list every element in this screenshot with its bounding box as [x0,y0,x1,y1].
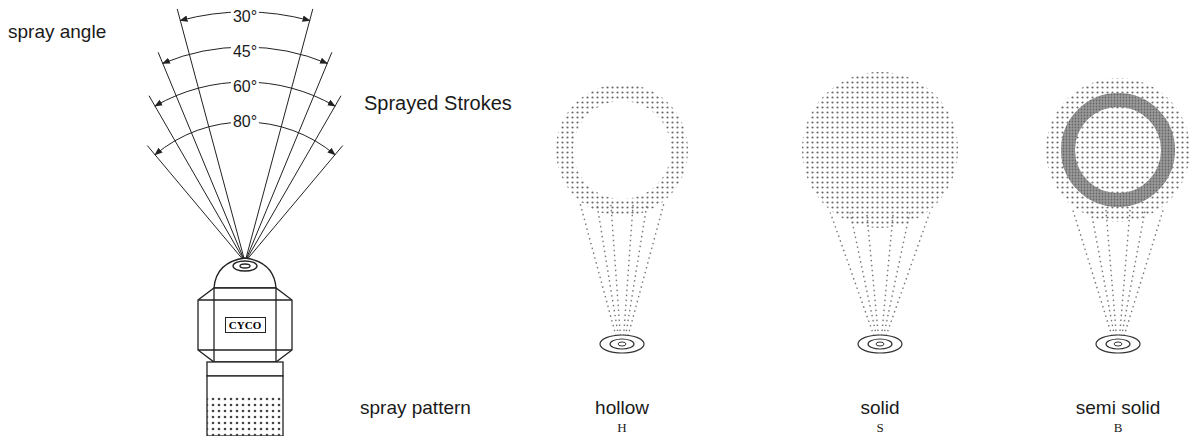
orifice-symbol [1114,342,1122,346]
pattern-name: semi solid [1076,398,1160,419]
orifice-symbol [610,339,634,349]
spray-stroke [884,212,910,336]
pattern-code: S [876,421,883,435]
orifice-symbol [858,335,902,353]
pattern-code: B [1114,421,1123,435]
spray-stroke [1122,208,1146,336]
pattern-code: H [617,421,626,435]
solid-cone [802,72,958,228]
spray-stroke [580,203,616,336]
brand-text: CYCO [229,319,261,331]
pattern-name: solid [860,398,899,419]
semi-solid-cone [1046,78,1189,222]
brand-plate: CYCO [225,317,266,333]
hollow-cone [556,84,688,216]
angle-value: 30° [231,8,259,26]
angle-value: 80° [231,113,259,131]
spray-stroke [1072,208,1112,336]
spray-stroke [830,212,874,336]
spray-stroke [597,203,619,336]
inner-area [1076,108,1160,192]
spray-angle-lines [147,9,342,262]
orifice-symbol [600,335,644,353]
orifice-symbol [1096,335,1140,353]
spray-stroke [882,212,894,336]
orifice-symbol [868,339,892,349]
spray-stroke [1120,208,1131,336]
spray-stroke [867,212,879,336]
spray-ray [245,96,341,262]
angle-value: 45° [231,43,259,61]
spray-stroke [850,212,876,336]
spray-ray [245,146,343,262]
orifice-symbol [876,342,884,346]
heading-label: spray pattern [360,398,471,419]
orifice-symbol [618,342,626,346]
inner-area [1076,108,1160,192]
spray-stroke [886,212,930,336]
heading-label: Sprayed Strokes [364,92,512,114]
orifice-symbol [1106,339,1130,349]
spray-ray [147,146,245,262]
heading-label: spray angle [8,22,106,43]
spray-patterns [556,72,1189,353]
spray-stroke [1106,208,1117,336]
angle-value: 60° [231,78,259,96]
spray-stroke [1124,208,1164,336]
spray-stroke [1090,208,1114,336]
spray-stroke [626,203,648,336]
spray-stroke [628,203,664,336]
nozzle [198,258,292,436]
pattern-name: hollow [595,398,649,419]
spray-stroke [611,203,621,336]
dense-ring [1068,100,1168,200]
